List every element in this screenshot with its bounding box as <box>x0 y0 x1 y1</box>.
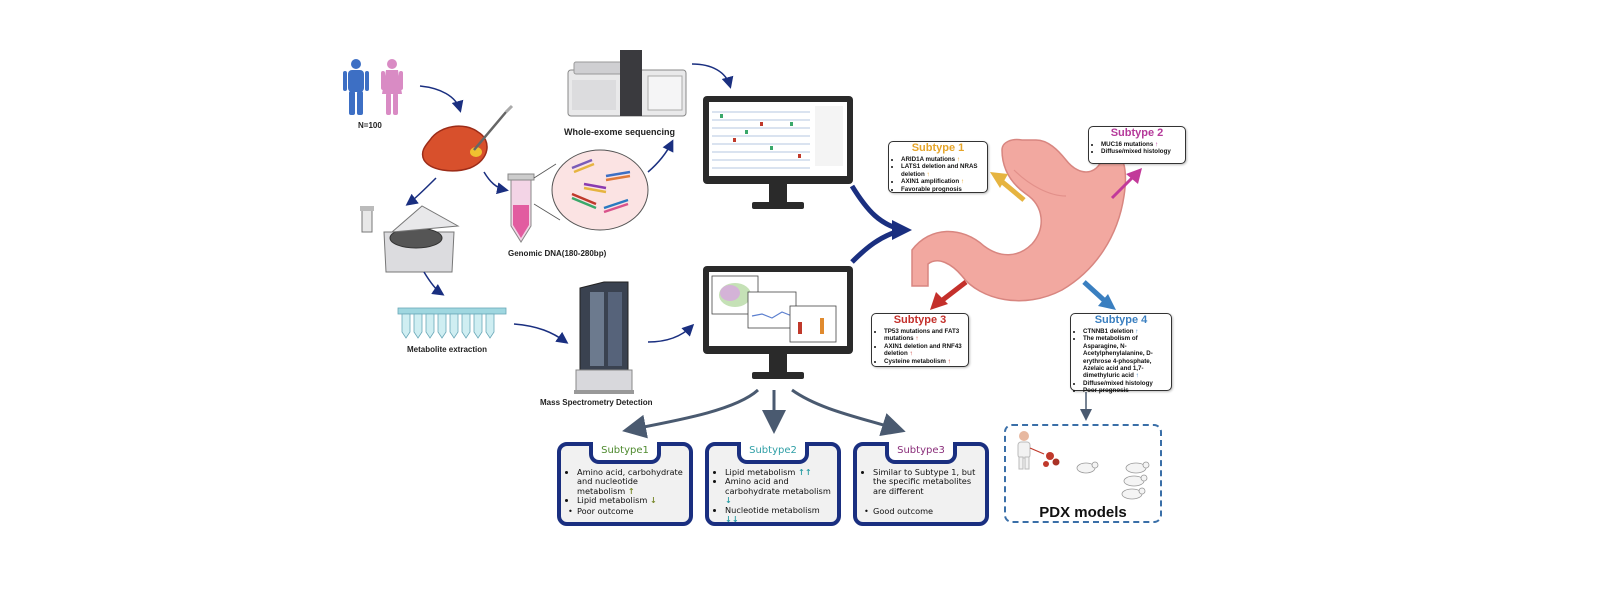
genomic-subtype-card: Subtype 2 MUC16 mutations ↑ Diffuse/mixe… <box>1088 126 1186 164</box>
subtype-list: Amino acid, carbohydrate and nucleotide … <box>561 467 689 506</box>
dna-label: Genomic DNA(180-280bp) <box>508 249 607 258</box>
subtype-list: Similar to Subtype 1, but the specific m… <box>857 467 985 496</box>
metabolic-subtype-box: Subtype2 Lipid metabolism ↑↑ Amino acid … <box>705 442 841 526</box>
outcome-text: Good outcome <box>864 506 933 516</box>
list-item: The metabolism of Asparagine, N-Acetylph… <box>1083 335 1171 379</box>
subtype-list: TP53 mutations and FAT3 mutations ↑ AXIN… <box>872 328 968 365</box>
list-item: Similar to Subtype 1, but the specific m… <box>873 467 979 496</box>
female-figure-icon <box>381 59 403 115</box>
list-item: Cysteine metabolism ↑ <box>884 358 968 365</box>
subtype-title: Subtype2 <box>737 442 809 464</box>
flow-arrows <box>405 63 734 344</box>
list-item: Amino acid, carbohydrate and nucleotide … <box>577 467 683 496</box>
subtype-title: Subtype3 <box>885 442 957 464</box>
list-item: Favorable prognosis <box>901 186 987 193</box>
genomic-subtype-card: Subtype 1 ARID1A mutations ↑ LATS1 delet… <box>888 141 988 193</box>
subtype-list: ARID1A mutations ↑ LATS1 deletion and NR… <box>889 156 987 193</box>
subtype-title: Subtype 4 <box>1094 314 1148 326</box>
list-item: MUC16 mutations ↑ <box>1101 141 1185 148</box>
pdx-models-box: PDX models <box>1004 424 1162 523</box>
patient-icon <box>1017 431 1060 470</box>
list-item: AXIN1 amplification ↑ <box>901 178 987 185</box>
list-item: Amino acid and carbohydrate metabolism ↓ <box>725 477 831 505</box>
tube-rack-icon <box>397 307 507 339</box>
subtype-title: Subtype 1 <box>911 142 965 154</box>
up-arrow-icon: ↑ <box>627 485 635 496</box>
list-item: AXIN1 deletion and RNF43 deletion ↑ <box>884 343 968 358</box>
metabolite-label: Metabolite extraction <box>407 345 488 354</box>
down-arrow-icon: ↓ <box>725 495 732 506</box>
subtype-list: CTNNB1 deletion ↑ The metabolism of Aspa… <box>1071 328 1171 395</box>
list-item: LATS1 deletion and NRAS deletion ↑ <box>901 163 987 178</box>
list-item: Poor prognosis <box>1083 387 1171 394</box>
cohort-label: N=100 <box>358 121 382 130</box>
genomic-subtype-card: Subtype 4 CTNNB1 deletion ↑ The metaboli… <box>1070 313 1172 394</box>
up-arrow-icon: ↑ <box>956 156 960 163</box>
mass-spectrometer-icon <box>574 281 634 394</box>
up-arrow-icon: ↑ <box>1135 328 1139 335</box>
stomach-biopsy-icon <box>421 104 514 172</box>
subtype-title: Subtype1 <box>589 442 661 464</box>
computer-monitor-icon <box>703 96 853 209</box>
outcome-text: Poor outcome <box>568 506 634 516</box>
up-arrow-icon: ↑ <box>926 170 930 178</box>
list-item: Lipid metabolism ↑↑ <box>725 467 831 477</box>
dna-fragments-icon <box>533 149 649 231</box>
up-arrow-icon: ↑ <box>947 357 951 365</box>
down-arrow-icon: ↓↓ <box>725 514 739 525</box>
up-arrow-icon: ↑ <box>909 350 913 358</box>
genomic-subtype-card: Subtype 3 TP53 mutations and FAT3 mutati… <box>871 313 969 367</box>
mouse-icon <box>1076 461 1150 500</box>
up-arrow-icon: ↑ <box>960 178 964 186</box>
subtype-list: MUC16 mutations ↑ Diffuse/mixed histolog… <box>1089 141 1185 156</box>
metabolic-arrows <box>622 388 906 439</box>
subtype-title: Subtype 2 <box>1110 127 1164 139</box>
subtype-list: Lipid metabolism ↑↑ Amino acid and carbo… <box>709 467 837 525</box>
pdx-label: PDX models <box>1039 504 1127 521</box>
sequencer-icon <box>567 50 687 117</box>
subtype-title: Subtype 3 <box>893 314 947 326</box>
metabolic-subtype-box: Subtype1 Amino acid, carbohydrate and nu… <box>557 442 693 526</box>
list-item: ARID1A mutations ↑ <box>901 156 987 163</box>
down-arrow-icon: ↓ <box>649 495 657 506</box>
list-item: Lipid metabolism ↓ <box>577 496 683 505</box>
centrifuge-icon <box>360 205 460 273</box>
stomach-icon <box>911 138 1127 302</box>
list-item: Nucleotide metabolism ↓↓ <box>725 505 831 525</box>
up-arrow-icon: ↑↑ <box>797 467 812 477</box>
list-item: Diffuse/mixed histology <box>1083 380 1171 387</box>
wes-label: Whole-exome sequencing <box>564 127 676 137</box>
up-arrow-icon: ↑ <box>1155 141 1159 148</box>
list-item: Diffuse/mixed histology <box>1101 148 1185 155</box>
list-item: TP53 mutations and FAT3 mutations ↑ <box>884 328 968 343</box>
up-arrow-icon: ↑ <box>1135 372 1139 380</box>
subtype-arrows <box>930 168 1142 310</box>
metabolic-subtype-box: Subtype3 Similar to Subtype 1, but the s… <box>853 442 989 526</box>
tube-icon <box>507 173 535 243</box>
list-item: CTNNB1 deletion ↑ <box>1083 328 1171 335</box>
male-figure-icon <box>343 59 369 115</box>
computer-monitor-icon <box>703 266 853 379</box>
up-arrow-icon: ↑ <box>915 335 919 343</box>
mass-spec-label: Mass Spectrometry Detection <box>540 398 653 407</box>
